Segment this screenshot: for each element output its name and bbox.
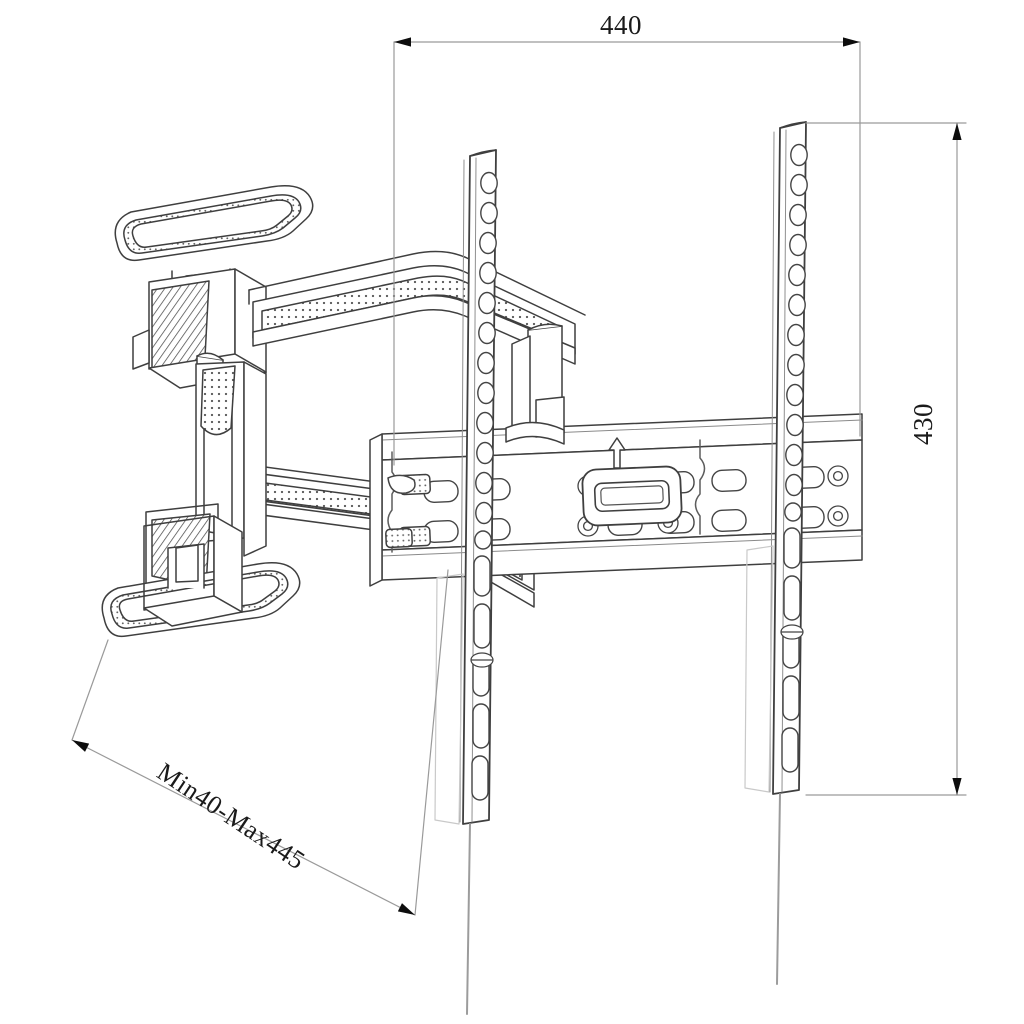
vertical-rail-right (769, 121, 808, 985)
tilt-post (505, 323, 565, 445)
dimension-width (393, 37, 861, 466)
dimension-depth (71, 569, 449, 916)
upper-wall-bracket (114, 185, 314, 446)
dimension-label-height: 430 (908, 403, 938, 445)
orientation-arrow (608, 437, 626, 469)
mid-pivot-housing (145, 361, 267, 599)
level-indicator (581, 465, 683, 527)
dimension-label-width: 440 (600, 10, 642, 40)
lower-wall-bracket (101, 515, 301, 638)
dimension-height (805, 122, 967, 796)
vertical-rail-left (459, 149, 498, 1015)
